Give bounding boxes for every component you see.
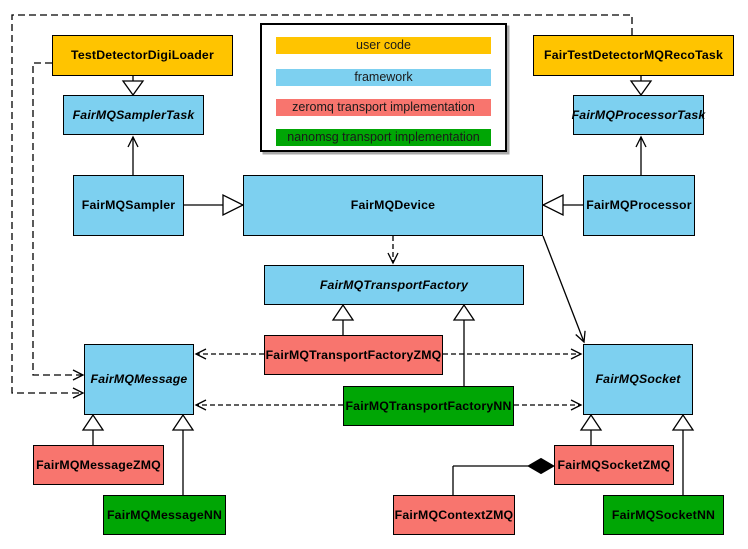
edge-factoryzmq-factory-inheritance — [331, 303, 355, 335]
node-fairmqtransportfactoryzmq: FairMQTransportFactoryZMQ — [264, 335, 443, 375]
node-fairtestdetectormqrecotask: FairTestDetectorMQRecoTask — [533, 35, 734, 76]
legend-item-user-code: user code — [276, 37, 491, 54]
edge-sampler-device-inheritance — [184, 193, 245, 217]
node-fairmqdevice: FairMQDevice — [243, 175, 543, 236]
node-fairmqtransportfactory: FairMQTransportFactory — [264, 265, 524, 305]
edge-messagenn-message-inheritance — [171, 413, 195, 495]
edge-messagezmq-message-inheritance — [81, 413, 105, 445]
legend-item-nanomsg: nanomsg transport implementation — [276, 129, 491, 146]
legend-item-framework: framework — [276, 69, 491, 86]
node-fairmqsampler: FairMQSampler — [73, 175, 184, 236]
node-fairmqsocketnn: FairMQSocketNN — [603, 495, 724, 535]
node-fairmqmessage: FairMQMessage — [84, 344, 194, 415]
edge-socketzmq-contextzmq-composition — [452, 457, 556, 495]
node-fairmqmessagezmq: FairMQMessageZMQ — [33, 445, 164, 485]
node-fairmqprocessortask: FairMQProcessorTask — [572, 95, 705, 135]
edge-digiloader-samplertask-inheritance — [121, 76, 145, 97]
node-fairmqprocessor: FairMQProcessor — [583, 175, 695, 236]
edge-device-socket-association — [542, 235, 586, 344]
edge-digiloader-message-dependency — [32, 62, 85, 381]
edge-recotask-message-dependency — [11, 14, 633, 399]
node-fairmqsocketzmq: FairMQSocketZMQ — [554, 445, 674, 485]
node-testdetectordigiloader: TestDetectorDigiLoader — [52, 35, 233, 76]
legend: user code framework zeromq transport imp… — [260, 23, 507, 152]
edge-recotask-processortask-inheritance — [629, 76, 653, 97]
edge-processor-device-inheritance — [541, 193, 583, 217]
node-fairmqsamplertask: FairMQSamplerTask — [63, 95, 204, 135]
node-fairmqmessagenn: FairMQMessageNN — [103, 495, 226, 535]
legend-item-zeromq: zeromq transport implementation — [276, 99, 491, 116]
node-fairmqcontextzmq: FairMQContextZMQ — [393, 495, 515, 535]
node-fairmqtransportfactorynn: FairMQTransportFactoryNN — [343, 386, 514, 426]
edge-socketzmq-socket-inheritance — [579, 413, 603, 445]
node-fairmqsocket: FairMQSocket — [583, 344, 693, 415]
edge-factorynn-factory-inheritance — [452, 303, 476, 386]
edge-socketnn-socket-inheritance — [671, 413, 695, 495]
